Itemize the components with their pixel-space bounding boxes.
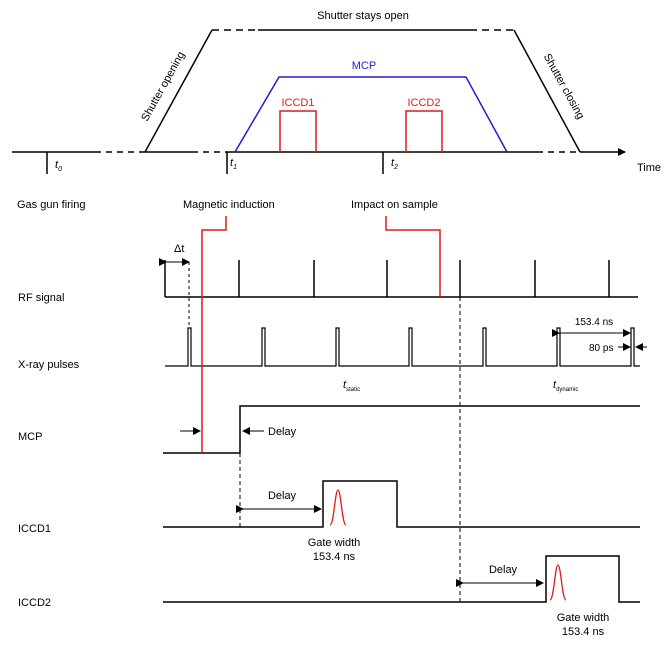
mcp-trace (163, 405, 640, 454)
magnetic-induction-label: Magnetic induction (183, 199, 275, 211)
iccd1-delay-label: Delay (268, 490, 297, 502)
period-label: 153.4 ns (575, 317, 613, 328)
iccd2-gate-width-line2: 153.4 ns (562, 626, 605, 638)
pulse-width-label: 80 ps (589, 343, 613, 354)
rf-signal-label: RF signal (18, 292, 64, 304)
gas-gun-label: Gas gun firing (17, 199, 85, 211)
t1-label: t1 (230, 157, 237, 171)
shutter-trapezoid (144, 29, 581, 153)
mcp-window-label: MCP (352, 60, 376, 72)
delta-t-label: Δt (174, 243, 184, 255)
iccd1-gate-top (279, 110, 317, 152)
shutter-open-label: Shutter stays open (317, 10, 409, 22)
iccd1-gate-width-line2: 153.4 ns (313, 551, 356, 563)
iccd1-row-label: ICCD1 (18, 523, 51, 535)
iccd1-gate-width-line1: Gate width (308, 537, 361, 549)
iccd2-pulse-shape (549, 564, 567, 601)
iccd1-trace (163, 480, 640, 528)
iccd1-pulse-shape (329, 489, 347, 526)
iccd2-delay-label: Delay (489, 564, 518, 576)
iccd2-row-label: ICCD2 (18, 597, 51, 609)
time-axis-label: Time (637, 162, 661, 174)
t-static-label: tstatic (343, 379, 360, 393)
impact-label: Impact on sample (351, 199, 438, 211)
mcp-window (234, 76, 508, 153)
rf-signal-trace (164, 260, 638, 298)
t-dynamic-label: tdynamic (553, 379, 578, 393)
xray-pulse-trace (165, 327, 640, 367)
iccd2-gate-width-line1: Gate width (557, 612, 610, 624)
magnetic-trigger-line (201, 216, 227, 453)
t2-label: t2 (391, 157, 398, 171)
iccd2-gate-top-label: ICCD2 (407, 97, 440, 109)
shutter-closing-label: Shutter closing (541, 52, 587, 121)
iccd1-gate-top-label: ICCD1 (281, 97, 314, 109)
mcp-row-label: MCP (18, 431, 42, 443)
t0-label: t0 (55, 159, 62, 173)
impact-trigger-line (385, 216, 441, 297)
iccd2-trace (163, 555, 640, 603)
iccd2-gate-top (405, 110, 443, 152)
mcp-delay-label: Delay (268, 426, 297, 438)
xray-pulses-label: X-ray pulses (18, 359, 80, 371)
